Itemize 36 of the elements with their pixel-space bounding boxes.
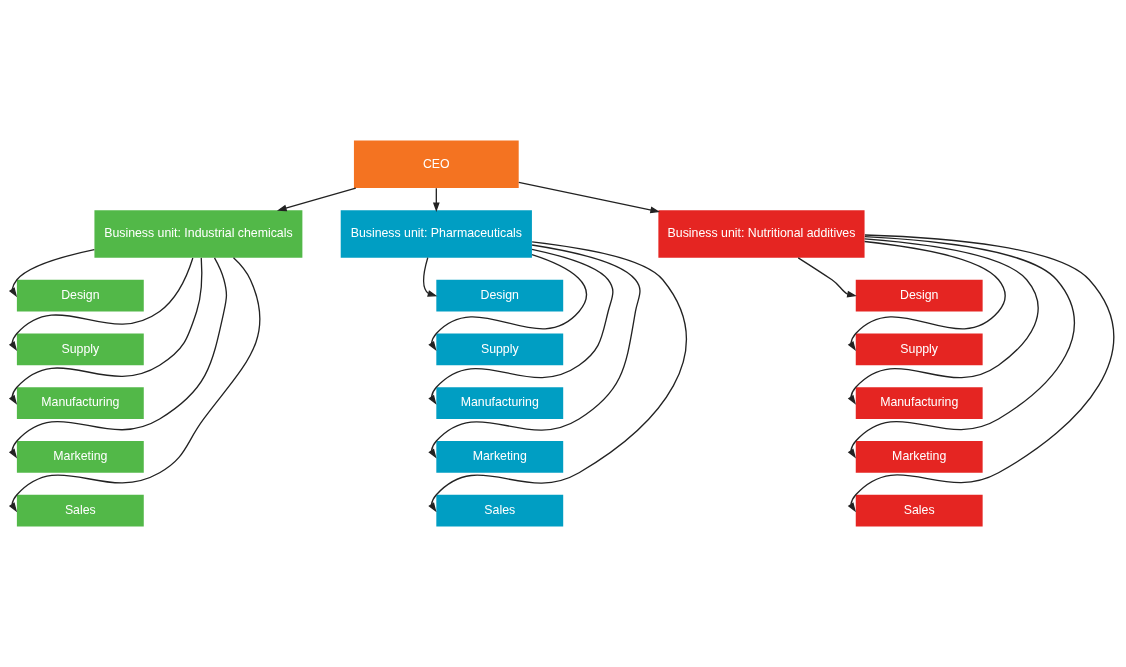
arrow bbox=[428, 244, 641, 459]
node-box: Design bbox=[16, 279, 144, 312]
arrow bbox=[8, 249, 95, 298]
node-box: Manufacturing bbox=[855, 387, 983, 419]
arrow bbox=[428, 254, 588, 351]
node-box: Marketing bbox=[855, 441, 983, 473]
arrow bbox=[276, 187, 357, 212]
arrow bbox=[847, 240, 1006, 352]
arrow bbox=[847, 236, 1075, 459]
arrow bbox=[518, 181, 661, 214]
node-box: Business unit: Nutritional additives bbox=[658, 210, 865, 258]
node-box: Business unit: Industrial chemicals bbox=[94, 210, 303, 258]
node-box: Supply bbox=[855, 333, 983, 366]
arrow bbox=[8, 257, 194, 352]
node-box: Sales bbox=[855, 494, 983, 527]
arrow bbox=[8, 257, 261, 513]
node-box: Sales bbox=[16, 494, 144, 527]
node-box: Supply bbox=[436, 333, 564, 366]
node-box: Marketing bbox=[436, 441, 564, 473]
node-box: Business unit: Pharmaceuticals bbox=[340, 210, 532, 258]
arrow bbox=[428, 241, 687, 513]
arrow bbox=[847, 234, 1115, 513]
arrow bbox=[797, 257, 857, 298]
arrow bbox=[423, 257, 438, 297]
node-box: Sales bbox=[436, 494, 564, 527]
node-box: Manufacturing bbox=[436, 387, 564, 419]
arrow bbox=[8, 257, 203, 405]
node-box: Manufacturing bbox=[16, 387, 144, 419]
node-box: Design bbox=[436, 279, 564, 312]
node-box: CEO bbox=[353, 140, 519, 189]
arrow bbox=[428, 248, 614, 405]
node-box: Supply bbox=[16, 333, 144, 366]
arrow bbox=[847, 238, 1039, 405]
node-box: Design bbox=[855, 279, 983, 312]
arrow bbox=[8, 257, 228, 459]
node-box: Marketing bbox=[16, 441, 144, 473]
